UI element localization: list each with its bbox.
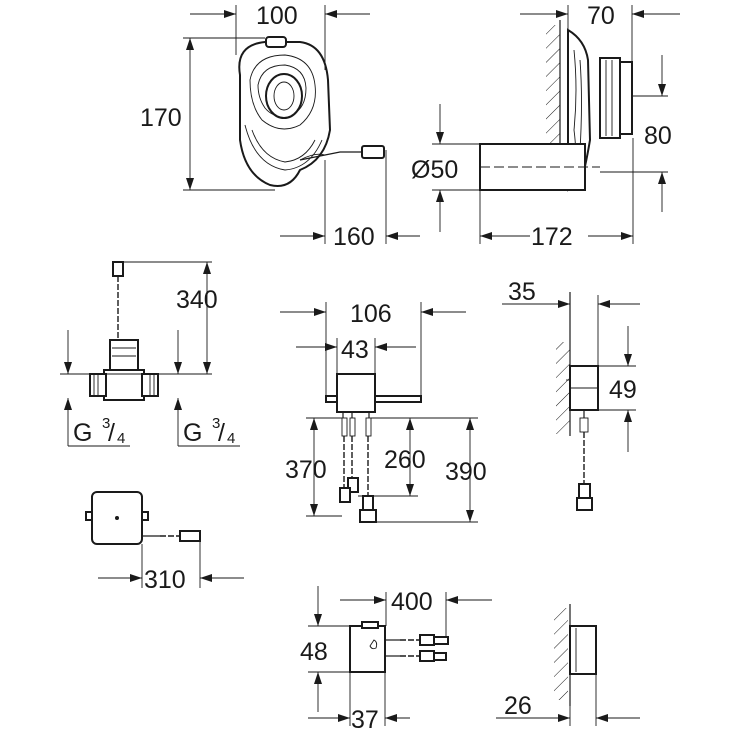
control-unit-view: 106 43 370 260 390 [280,300,487,523]
dim-cable-c: 390 [445,458,487,486]
thread-left-slash: / [108,419,115,447]
power-unit-view: 400 48 37 [300,586,492,734]
control-body [336,373,376,413]
thread-right-slash: / [218,419,225,447]
siphon-cable [299,151,362,161]
valve-connector [112,261,124,277]
dim-power-depth: 26 [504,692,532,720]
dim-box-cable: 310 [144,566,186,594]
thread-left-den: 4 [117,430,125,447]
dim-control-width: 106 [350,300,392,328]
siphon-connector [361,145,385,159]
dim-siphon-cable-offset: 160 [333,223,375,251]
dim-wall-plate-thickness: 70 [587,2,615,30]
dim-siphon-width: 100 [256,2,298,30]
dim-siphon-height: 170 [140,104,182,132]
dim-power-height: 48 [300,638,328,666]
siphon-view: 100 170 160 [140,2,420,251]
junction-box-view: 310 [85,491,244,594]
thread-left-num: 3 [102,415,110,432]
dim-power-width: 37 [351,706,379,734]
valve-view: 340 G 3 / 4 G 3 / 4 [60,261,240,447]
power-unit [349,625,386,673]
power-unit-side [569,625,597,675]
wall-hatch [546,25,560,165]
outlet-view: 70 80 Ø50 172 [411,2,680,251]
dim-power-cable: 400 [391,588,433,616]
dim-outlet-height: 80 [644,122,672,150]
dim-cable-b: 260 [384,446,426,474]
thread-right-num: 3 [212,415,220,432]
thread-left-g: G [73,419,92,447]
dim-outlet-length: 172 [531,223,573,251]
dim-valve-height: 340 [176,286,218,314]
dim-side-depth: 35 [508,278,536,306]
thread-right-g: G [183,419,202,447]
thread-right-den: 4 [227,430,235,447]
dim-side-height: 49 [609,376,637,404]
dim-cable-a: 370 [285,456,327,484]
side-view: 35 49 [502,278,640,511]
dim-outlet-diameter: Ø50 [411,156,458,184]
power-unit-side-view: 26 [496,604,640,726]
dim-control-body-width: 43 [341,336,369,364]
